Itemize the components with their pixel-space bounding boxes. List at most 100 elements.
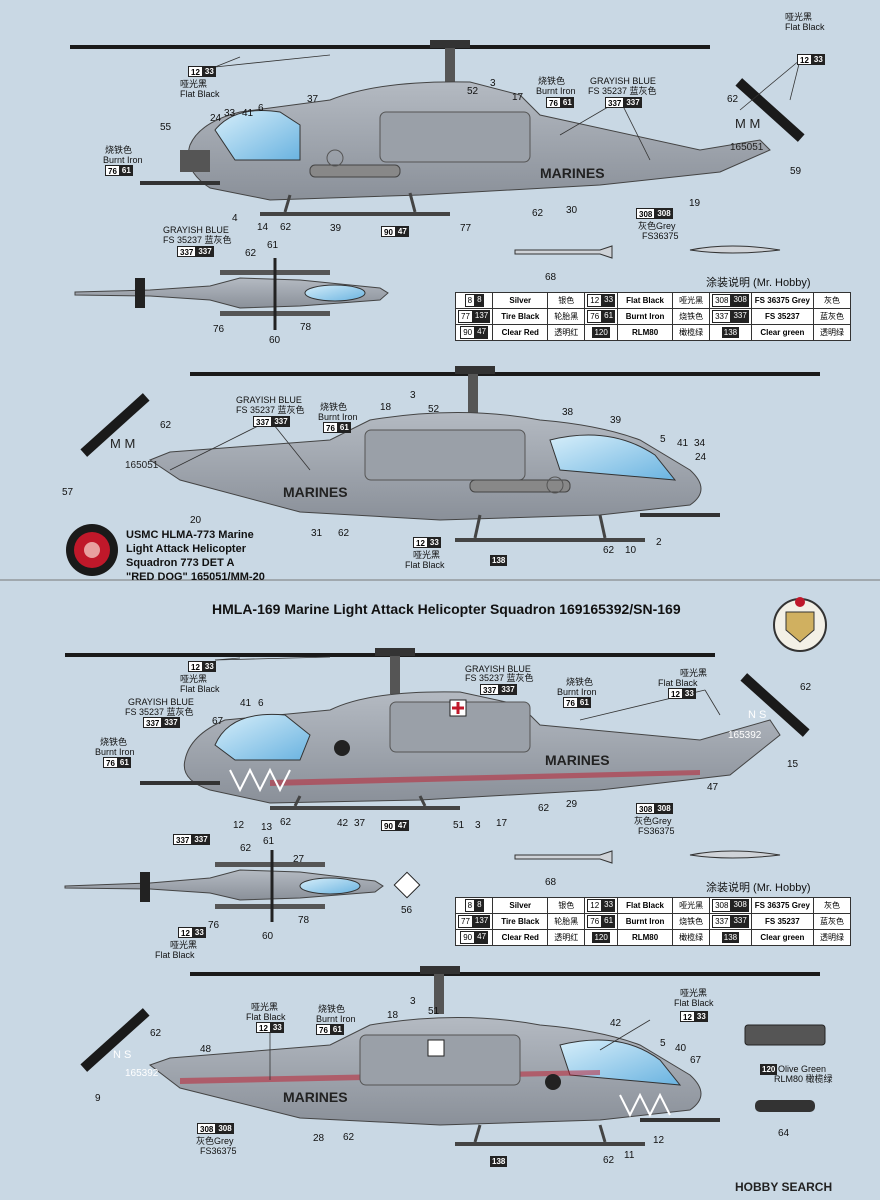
part-number: 18 (380, 402, 392, 413)
heli-3-side-view: MARINES N S 165392 (65, 648, 810, 810)
part-number: 62 (727, 94, 739, 105)
heli-2-skid (455, 538, 645, 542)
label-grayish-blue: GRAYISH BLUE (590, 76, 656, 86)
section-heading: HMLA-169 Marine Light Attack Helicopter … (212, 601, 681, 617)
label-flat-black-cn: 哑光黑 (785, 12, 813, 22)
part-number: 6 (258, 698, 264, 709)
missile-1 (514, 245, 781, 259)
hmla-169-badge (773, 597, 827, 652)
label-grayish-blue: GRAYISH BLUE (465, 664, 531, 674)
part-number: 12 (233, 820, 245, 831)
label-burnt-iron-en: Burnt Iron (103, 155, 143, 165)
part-number: 61 (263, 836, 275, 847)
label-fs35237: FS 35237 蓝灰色 (163, 235, 232, 245)
part-number: 51 (453, 820, 465, 831)
unit-name-line: "RED DOG" 165051/MM-20 (126, 571, 265, 583)
part-number: 62 (280, 222, 292, 233)
heli-1-skid (260, 212, 450, 216)
part-number: 62 (150, 1028, 162, 1039)
part-number: 2 (656, 537, 662, 548)
part-number: 3 (475, 820, 481, 831)
watermark-logo: HOBBY SEARCH (735, 1180, 833, 1194)
part-number: 41 (242, 108, 254, 119)
part-number: 62 (280, 817, 292, 828)
part-number: 27 (293, 854, 305, 865)
label-grayish-blue: GRAYISH BLUE (163, 225, 229, 235)
heli-1-top-fuselage (74, 277, 389, 309)
label-fs35237: FS 35237 蓝灰色 (125, 707, 194, 717)
label-flat-black-cn: 哑光黑 (170, 940, 198, 950)
part-number: 5 (660, 434, 666, 445)
heli-3-shark-mouth (229, 767, 291, 793)
part-number: 31 (311, 528, 323, 539)
label-flat-black-en: Flat Black (180, 89, 220, 99)
iron-cross-decal (393, 871, 421, 899)
part-number: 15 (787, 759, 799, 770)
label-flat-black-en: Flat Black (405, 560, 445, 570)
part-number: 62 (603, 1155, 615, 1166)
part-number: 61 (267, 240, 279, 251)
part-number: 76 (213, 324, 225, 335)
svg-text:M M: M M (110, 436, 135, 451)
part-number: 52 (428, 404, 440, 415)
part-number: 17 (496, 818, 508, 829)
label-fs35237: FS 35237 蓝灰色 (236, 405, 305, 415)
part-number: 59 (790, 166, 802, 177)
heli-1-tail-code: M M (735, 116, 760, 131)
label-grey: 灰色Grey (634, 816, 672, 826)
part-number: 47 (707, 782, 719, 793)
part-number: 41 (240, 698, 252, 709)
heli-2-tail-rotor (80, 393, 150, 457)
heli-1-serial: 165051 (730, 142, 764, 153)
heli-1-tail-rotor (735, 78, 805, 142)
label-burnt-iron-en: Burnt Iron (318, 412, 358, 422)
heli-2-rotor-blade (190, 372, 820, 376)
part-number: 67 (690, 1055, 702, 1066)
part-number: 19 (689, 198, 701, 209)
part-number: 78 (298, 915, 310, 926)
label-fs36375: FS36375 (638, 826, 675, 836)
part-number: 37 (354, 818, 366, 829)
part-number: 37 (307, 94, 319, 105)
heli-3-top-view (64, 850, 421, 922)
label-grayish-blue: GRAYISH BLUE (236, 395, 302, 405)
svg-text:N S: N S (748, 709, 766, 721)
label-flat-black-cn: 哑光黑 (680, 668, 708, 678)
part-number: 62 (245, 248, 257, 259)
part-number: 60 (269, 335, 281, 346)
part-number: 78 (300, 322, 312, 333)
heli-3-canopy (214, 713, 311, 761)
label-grey: 灰色Grey (196, 1136, 234, 1146)
label-flat-black-en: Flat Black (180, 684, 220, 694)
label-burnt-iron-en: Burnt Iron (95, 747, 135, 757)
svg-text:165392: 165392 (125, 1068, 159, 1079)
paint-legend-title: 涂装说明 (Mr. Hobby) (706, 882, 811, 894)
part-number: 5 (660, 1038, 666, 1049)
part-number: 67 (212, 716, 224, 727)
label-flat-black-en: Flat Black (785, 22, 825, 32)
label-flat-black-cn: 哑光黑 (180, 674, 208, 684)
label-fs35237: FS 35237 蓝灰色 (465, 673, 534, 683)
heli-3-tail-rotor (740, 673, 810, 737)
part-number: 55 (160, 122, 172, 133)
paint-chip-clear-green: 138 (490, 1156, 508, 1167)
heli-4-side-view: MARINES N S 165392 (80, 966, 820, 1146)
missile-2 (514, 850, 781, 864)
